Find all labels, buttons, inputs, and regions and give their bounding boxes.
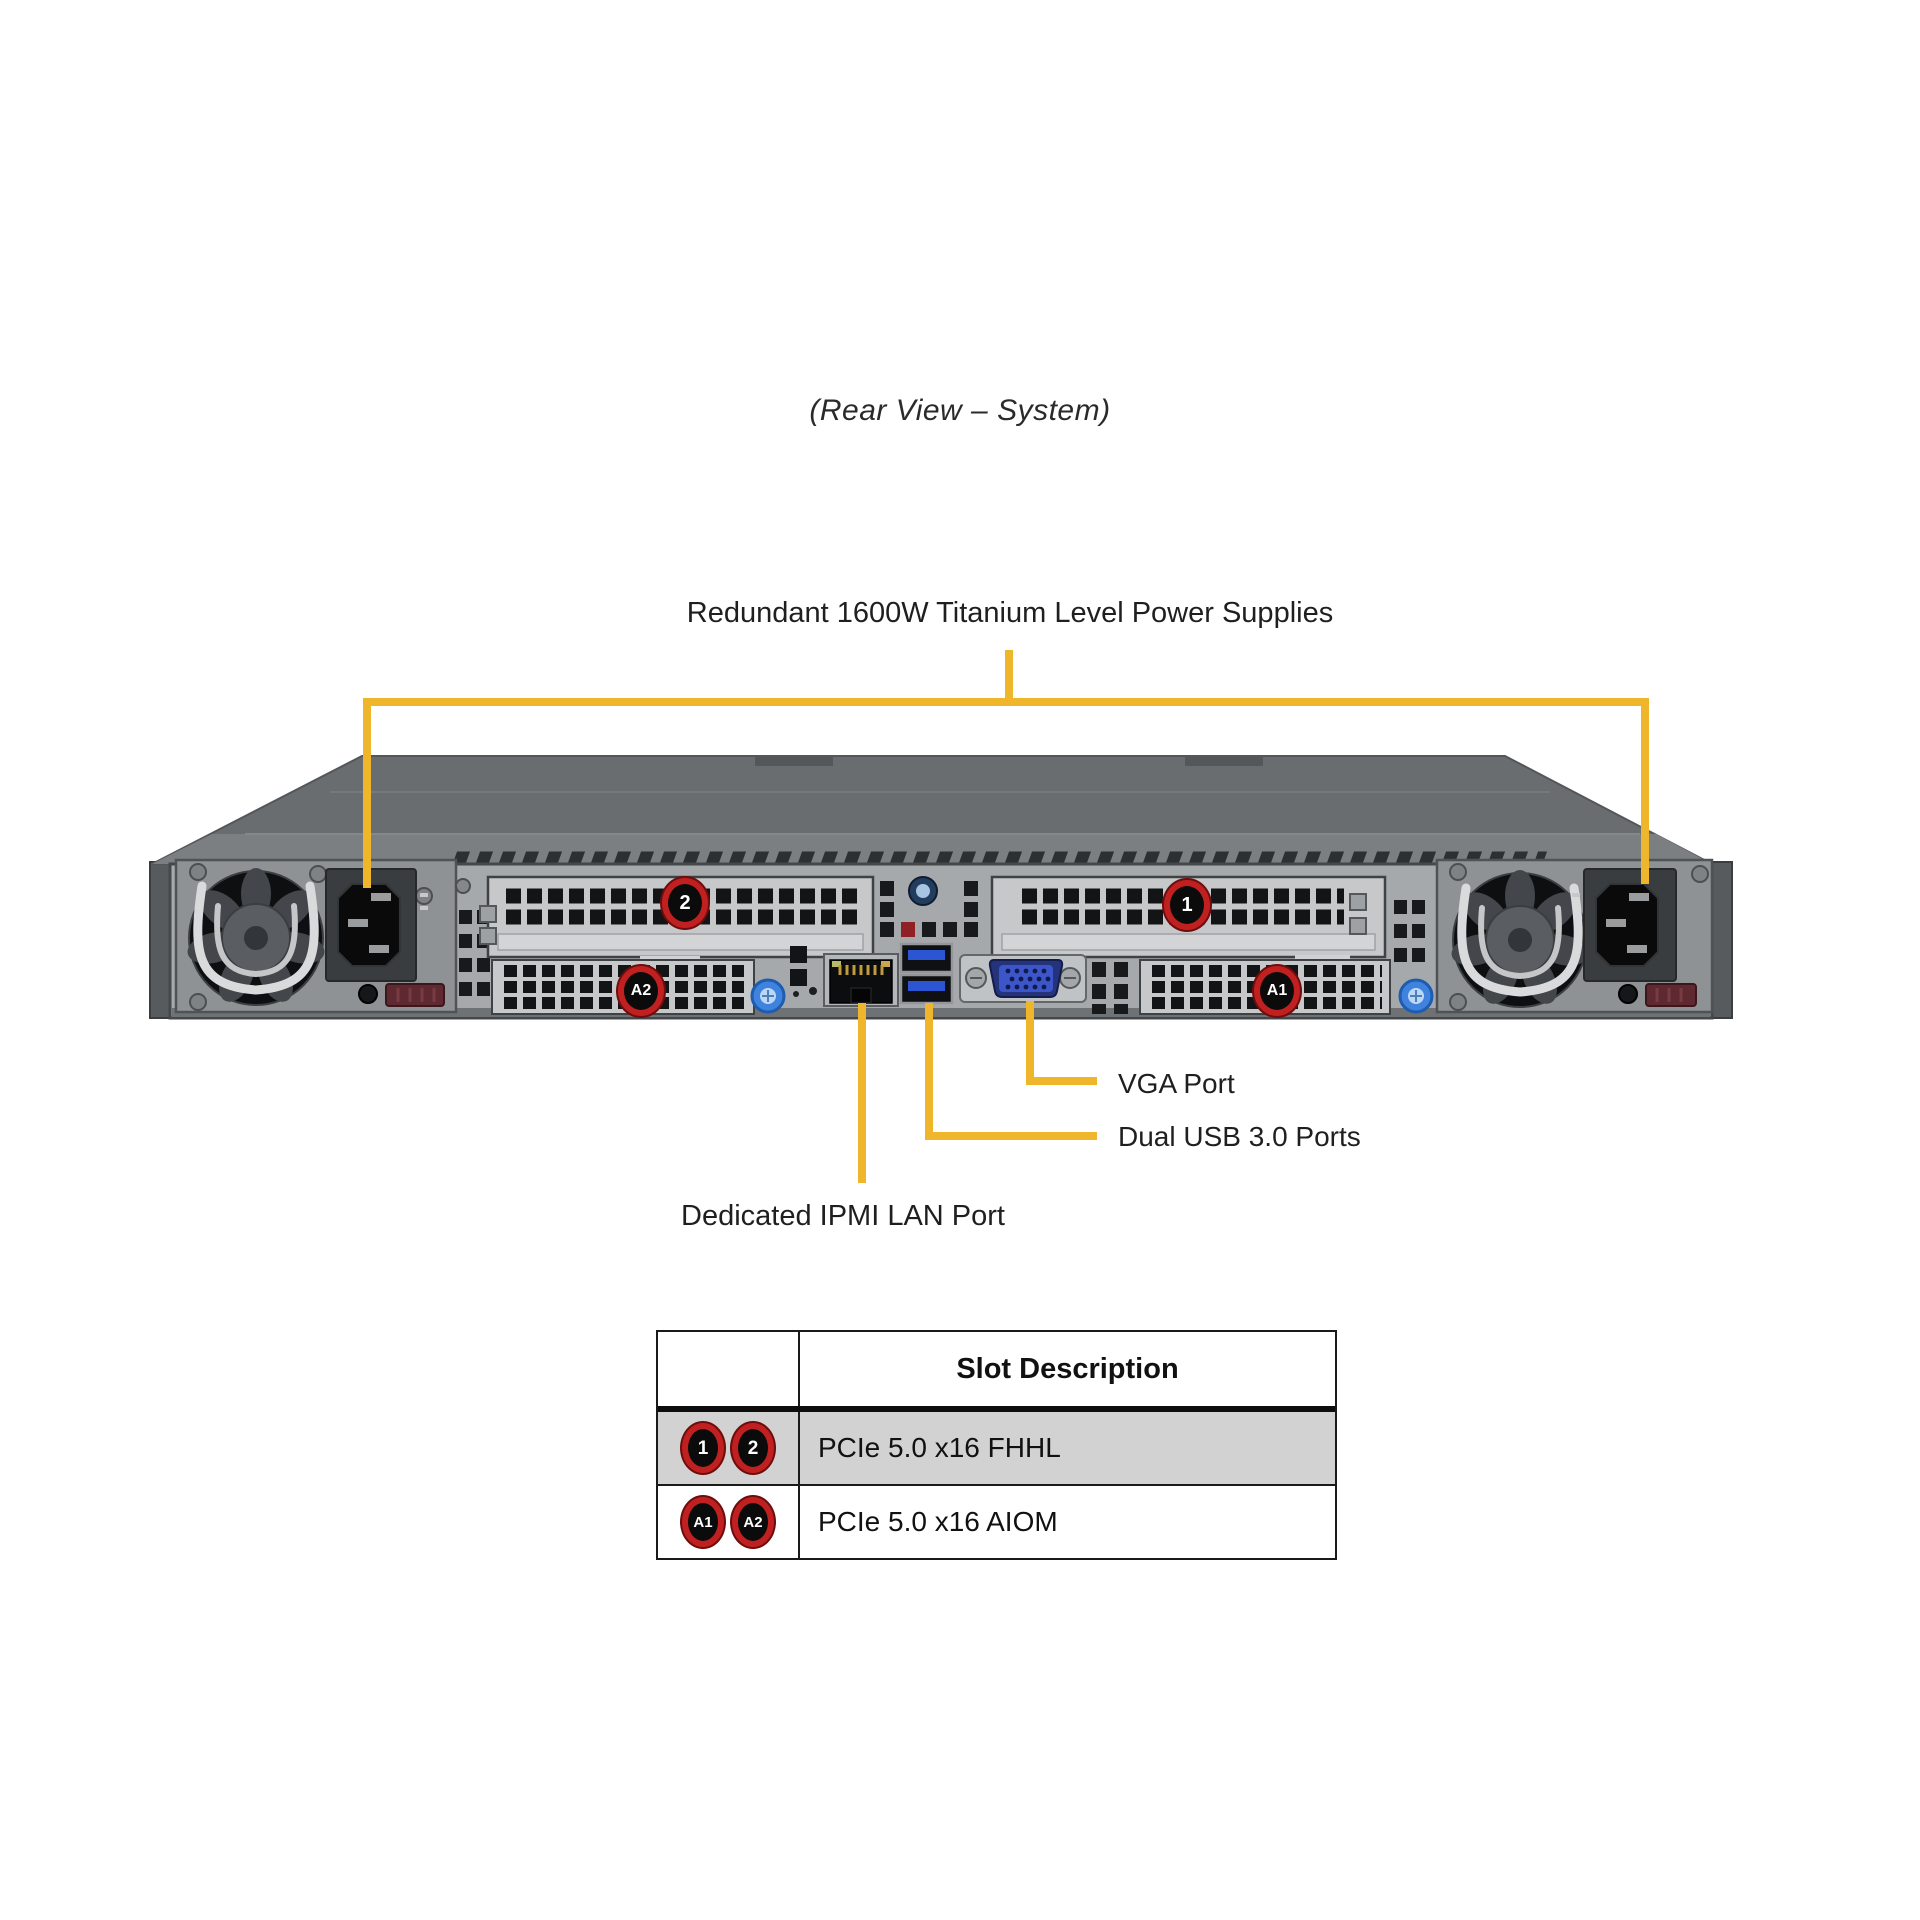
- thumbscrew-a2-icon: [750, 978, 786, 1014]
- ipmi-lan-port: [823, 953, 899, 1007]
- psu-callout-label: Redundant 1600W Titanium Level Power Sup…: [686, 597, 1334, 629]
- table-header-label: Slot Description: [956, 1352, 1179, 1385]
- slot-description-table: Slot Description 1 2 PCIe 5.0 x16 FHHL A…: [656, 1330, 1337, 1560]
- right-psu: [1435, 858, 1714, 1014]
- figure-title: (Rear View – System): [809, 394, 1111, 427]
- ipmi-lan-port-label: Dedicated IPMI LAN Port: [681, 1200, 1005, 1232]
- vga-port-label: VGA Port: [1118, 1068, 1235, 1099]
- table-badge-1: 1: [682, 1423, 724, 1473]
- left-psu-ac-inlet: [325, 868, 428, 982]
- left-psu-release-button: [358, 984, 378, 1004]
- psu-callout-line: [363, 698, 1649, 888]
- vents-right-of-vga: [1092, 962, 1128, 1014]
- chassis-badge-slot-a2: A2: [618, 966, 664, 1016]
- right-psu-release-button: [1618, 984, 1638, 1004]
- right-vent-column: [1394, 900, 1425, 962]
- table-desc-fhhl: PCIe 5.0 x16 FHHL: [818, 1432, 1061, 1463]
- table-badge-a2: A2: [732, 1497, 774, 1547]
- chassis: [149, 755, 1733, 1020]
- chassis-badge-slot-2: 2: [662, 878, 708, 928]
- usb-callout-line: [925, 1003, 1097, 1140]
- center-vent-cluster: [880, 876, 978, 937]
- right-psu-ac-inlet: [1572, 868, 1677, 982]
- chassis-lid: [151, 755, 1713, 865]
- panel-bottom-shadow: [172, 1008, 1710, 1017]
- table-row-aiom: A1 A2 PCIe 5.0 x16 AIOM: [658, 1486, 1335, 1558]
- thumbscrew-a1-icon: [1398, 978, 1434, 1014]
- table-desc-aiom: PCIe 5.0 x16 AIOM: [818, 1506, 1058, 1537]
- right-psu-latch: [1645, 983, 1697, 1007]
- left-psu-latch: [385, 983, 445, 1007]
- table-badge-a1: A1: [682, 1497, 724, 1547]
- right-psu-fan-icon: [1451, 870, 1589, 1008]
- table-badge-2: 2: [732, 1423, 774, 1473]
- table-header-badge-cell: [658, 1332, 800, 1406]
- usb3-ports: [899, 942, 954, 1005]
- table-badge-cell: 1 2: [658, 1412, 800, 1484]
- table-header-row: Slot Description: [658, 1332, 1335, 1412]
- table-row-fhhl: 1 2 PCIe 5.0 x16 FHHL: [658, 1412, 1335, 1486]
- vents-left-of-lan: [790, 946, 817, 997]
- callout-lines: [363, 650, 1649, 1183]
- red-vent-square: [901, 922, 915, 937]
- chassis-badge-slot-1: 1: [1164, 880, 1210, 930]
- table-badge-cell: A1 A2: [658, 1486, 800, 1558]
- usb-ports-label: Dual USB 3.0 Ports: [1118, 1121, 1361, 1152]
- left-psu-fan-icon: [187, 868, 325, 1006]
- vga-port: [959, 954, 1087, 1003]
- left-psu: [174, 858, 458, 1014]
- chassis-badge-slot-a1: A1: [1254, 966, 1300, 1016]
- vga-callout-line: [1026, 1001, 1097, 1085]
